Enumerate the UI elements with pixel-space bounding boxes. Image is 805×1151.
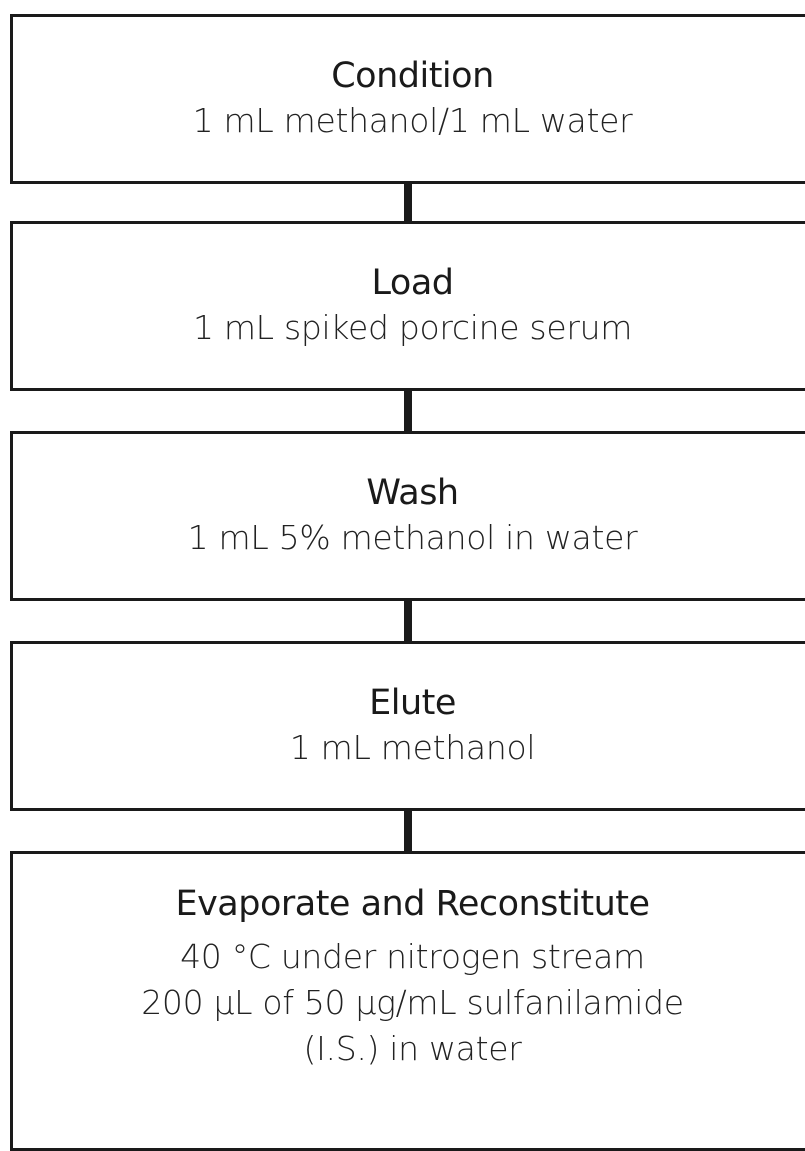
connector-line: [404, 391, 412, 431]
step-detail: (I.S.) in water: [303, 1029, 522, 1068]
step-evaporate-reconstitute-box: Evaporate and Reconstitute 40 °C under n…: [10, 851, 805, 1151]
step-elute-box: Elute 1 mL methanol: [10, 641, 805, 811]
step-detail: 1 mL methanol/1 mL water: [192, 101, 633, 140]
step-load-box: Load 1 mL spiked porcine serum: [10, 221, 805, 391]
step-detail: 40 °C under nitrogen stream: [180, 937, 645, 976]
connector-line: [404, 601, 412, 641]
step-title: Condition: [331, 56, 494, 96]
connector-line: [404, 184, 412, 221]
step-title: Load: [371, 263, 454, 303]
step-detail: 1 mL methanol: [289, 728, 536, 767]
step-detail: 200 µL of 50 µg/mL sulfanilamide: [141, 983, 684, 1022]
connector-line: [404, 811, 412, 851]
step-detail: 1 mL 5% methanol in water: [187, 518, 638, 557]
step-title: Evaporate and Reconstitute: [175, 884, 650, 924]
step-title: Elute: [369, 683, 456, 723]
step-wash-box: Wash 1 mL 5% methanol in water: [10, 431, 805, 601]
step-condition-box: Condition 1 mL methanol/1 mL water: [10, 14, 805, 184]
step-title: Wash: [366, 473, 459, 513]
step-detail: 1 mL spiked porcine serum: [192, 308, 633, 347]
